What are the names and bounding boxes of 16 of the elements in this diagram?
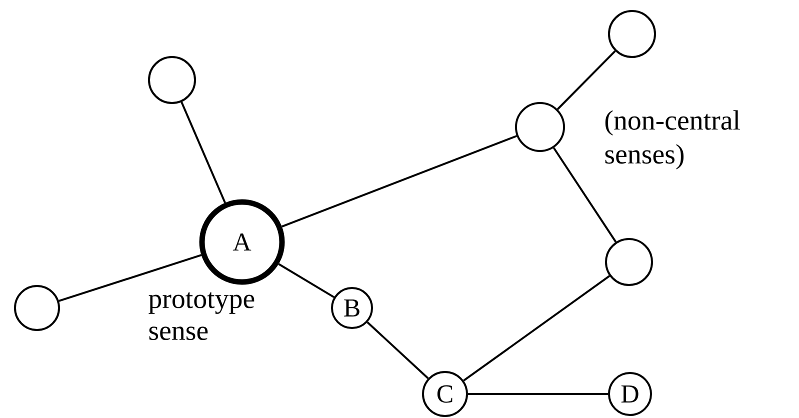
connector-line: [58, 254, 202, 302]
connector-line: [180, 102, 226, 204]
connector-line: [556, 50, 616, 110]
circle-node: [148, 56, 196, 104]
note-text: (non-central senses): [605, 110, 740, 170]
connector-line: [463, 275, 610, 382]
circle-node: [605, 238, 653, 286]
connector-line: [282, 135, 518, 228]
connector-line: [366, 322, 429, 380]
circle-node: [608, 10, 656, 58]
connector-line: [468, 393, 608, 395]
connector-line: [552, 147, 617, 243]
circle-node: [515, 102, 565, 152]
circle-node: [14, 285, 60, 331]
connector-line: [278, 263, 335, 298]
node-caption: prototype sense: [148, 292, 254, 340]
